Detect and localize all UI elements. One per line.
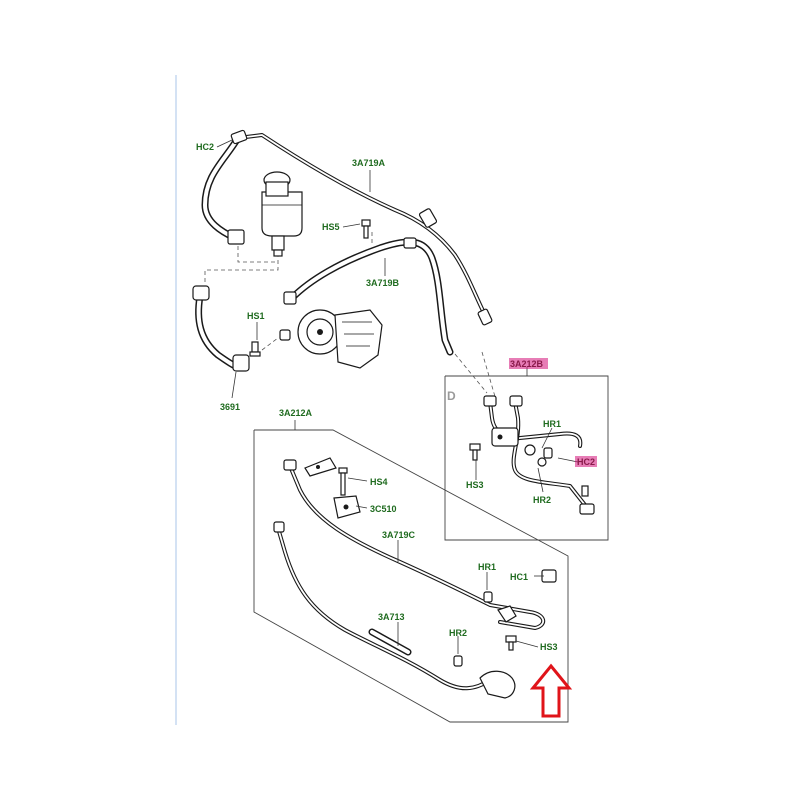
steering-pump <box>279 309 383 369</box>
label-hc2: HC2 <box>196 142 214 152</box>
hs3-bolt-lower <box>505 635 517 651</box>
label-hc1: HC1 <box>510 572 528 582</box>
highlight-3a212b <box>509 358 548 369</box>
hose-3a719b <box>283 237 454 356</box>
label-3a719b: 3A719B <box>366 278 400 288</box>
label-hr2-lower: HR2 <box>449 628 467 638</box>
label-hr2-upper: HR2 <box>533 495 551 505</box>
bracket-3c510 <box>333 495 361 519</box>
label-3a713: 3A713 <box>378 612 405 622</box>
label-3a719c: 3A719C <box>382 530 416 540</box>
upper-assembly <box>192 129 493 399</box>
return-hose-3691 <box>192 285 250 372</box>
label-hs1: HS1 <box>247 311 265 321</box>
callout-labels: HC2 3A719A HS5 3A719B HS1 3691 3A212B D … <box>196 142 597 652</box>
lower-assembly-3a212a <box>253 420 569 723</box>
label-section-d: D <box>447 389 456 403</box>
hs3-bolt-upper <box>469 443 481 461</box>
highlight-hc2 <box>575 456 597 467</box>
label-hs3-upper: HS3 <box>466 480 484 490</box>
label-3691: 3691 <box>220 402 240 412</box>
label-hr1-lower: HR1 <box>478 562 496 572</box>
label-hs3-lower: HS3 <box>540 642 558 652</box>
fluid-reservoir <box>261 171 303 257</box>
label-3a212b: 3A212B <box>510 359 544 369</box>
label-hc2-highlight: HC2 <box>577 457 595 467</box>
hose-3a719a <box>201 129 493 326</box>
label-3a212a: 3A212A <box>279 408 313 418</box>
label-hs4: HS4 <box>370 477 388 487</box>
hs1-bolt <box>249 341 261 357</box>
hs5-bolt <box>361 219 371 239</box>
label-hs5: HS5 <box>322 222 340 232</box>
label-3a719a: 3A719A <box>352 158 386 168</box>
detail-d-3a212b <box>444 351 609 541</box>
label-hr1-upper: HR1 <box>543 419 561 429</box>
red-up-arrow-icon <box>529 663 573 718</box>
hs4-bolt <box>338 467 348 496</box>
label-3c510: 3C510 <box>370 504 397 514</box>
